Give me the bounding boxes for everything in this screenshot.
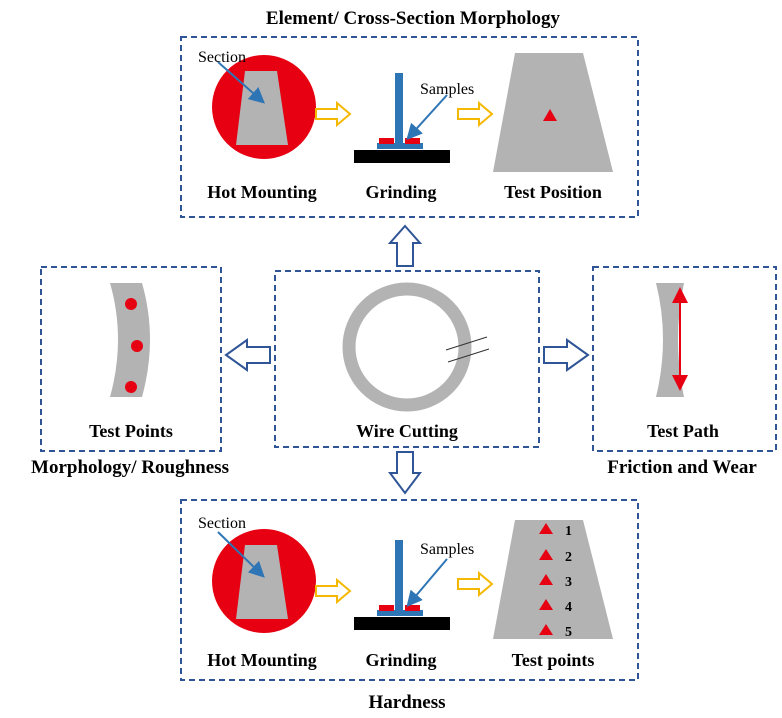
test-point-triangle-icon — [539, 523, 553, 534]
top-grinding-base — [354, 150, 450, 163]
bottom-samples-pointer-arrow — [406, 558, 448, 608]
bottom-grinding-figure — [354, 540, 450, 630]
top-samples-label: Samples — [420, 81, 474, 98]
bottom-test-points-figure: 1 2 3 4 5 — [493, 520, 613, 640]
test-point-triangle-icon — [539, 549, 553, 560]
test-point-triangle-icon — [543, 109, 557, 121]
center-cut-line-2 — [447, 348, 490, 363]
bottom-section-label: Section — [198, 515, 246, 532]
top-grinding-plate — [377, 143, 423, 149]
bottom-section-box — [180, 499, 639, 681]
right-section-box — [592, 266, 777, 452]
bottom-test-section — [493, 520, 613, 639]
top-test-section — [493, 53, 613, 172]
center-section-box — [274, 270, 540, 448]
test-point-number-3: 3 — [565, 575, 572, 590]
bottom-grinding-sample-left — [379, 605, 394, 611]
top-step-grinding: Grinding — [365, 182, 436, 202]
flow-arrow-icon — [315, 577, 352, 605]
test-point-dot-icon — [131, 340, 143, 352]
flow-arrow-icon — [224, 338, 271, 372]
test-point-number-4: 4 — [565, 600, 572, 615]
left-section-box — [40, 266, 222, 452]
test-point-dot-icon — [125, 298, 137, 310]
flow-arrow-icon — [457, 570, 494, 598]
bottom-grinding-sample-right — [405, 605, 420, 611]
bottom-grinding-holder — [395, 540, 403, 612]
flow-arrow-icon — [388, 451, 422, 495]
center-tube-ring — [342, 282, 472, 412]
test-point-triangle-icon — [539, 574, 553, 585]
flow-arrow-icon — [543, 338, 590, 372]
flow-arrow-icon — [315, 100, 352, 128]
right-section-title: Friction and Wear — [607, 457, 757, 478]
left-caption-test-points: Test Points — [89, 421, 173, 441]
left-section-title: Morphology/ Roughness — [31, 457, 229, 478]
top-section-title: Element/ Cross-Section Morphology — [266, 8, 561, 29]
top-hot-mounting-figure — [212, 55, 316, 159]
bottom-grinding-base — [354, 617, 450, 630]
top-step-test-position: Test Position — [504, 182, 602, 202]
center-caption-wire-cutting: Wire Cutting — [356, 421, 458, 441]
center-cut-line-1 — [445, 336, 488, 351]
left-sample-arc — [110, 283, 150, 397]
bottom-samples-label: Samples — [420, 541, 474, 558]
bottom-step-grinding: Grinding — [365, 650, 436, 670]
test-point-number-5: 5 — [565, 625, 572, 640]
top-step-hot-mounting: Hot Mounting — [207, 182, 317, 202]
bottom-grinding-plate — [377, 610, 423, 616]
test-point-number-1: 1 — [565, 524, 572, 539]
test-point-dot-icon — [125, 381, 137, 393]
top-grinding-sample-right — [405, 138, 420, 144]
bottom-step-test-points: Test points — [512, 650, 595, 670]
bottom-hot-mounting-figure — [212, 529, 316, 633]
flow-arrow-icon — [387, 224, 423, 267]
right-caption-test-path: Test Path — [647, 421, 719, 441]
bottom-section-title: Hardness — [368, 692, 445, 713]
flow-arrow-icon — [457, 100, 494, 128]
top-grinding-sample-left — [379, 138, 394, 144]
top-grinding-holder — [395, 73, 403, 145]
top-test-position-figure — [493, 53, 613, 172]
top-section-pointer-arrow — [217, 61, 265, 104]
top-samples-pointer-arrow — [406, 94, 448, 140]
bottom-step-hot-mounting: Hot Mounting — [207, 650, 317, 670]
top-section-box — [180, 36, 639, 218]
test-point-number-2: 2 — [565, 550, 572, 565]
test-point-triangle-icon — [539, 624, 553, 635]
test-point-triangle-icon — [539, 599, 553, 610]
top-grinding-figure — [354, 73, 450, 163]
top-section-label: Section — [198, 49, 246, 66]
bottom-section-pointer-arrow — [217, 531, 265, 578]
